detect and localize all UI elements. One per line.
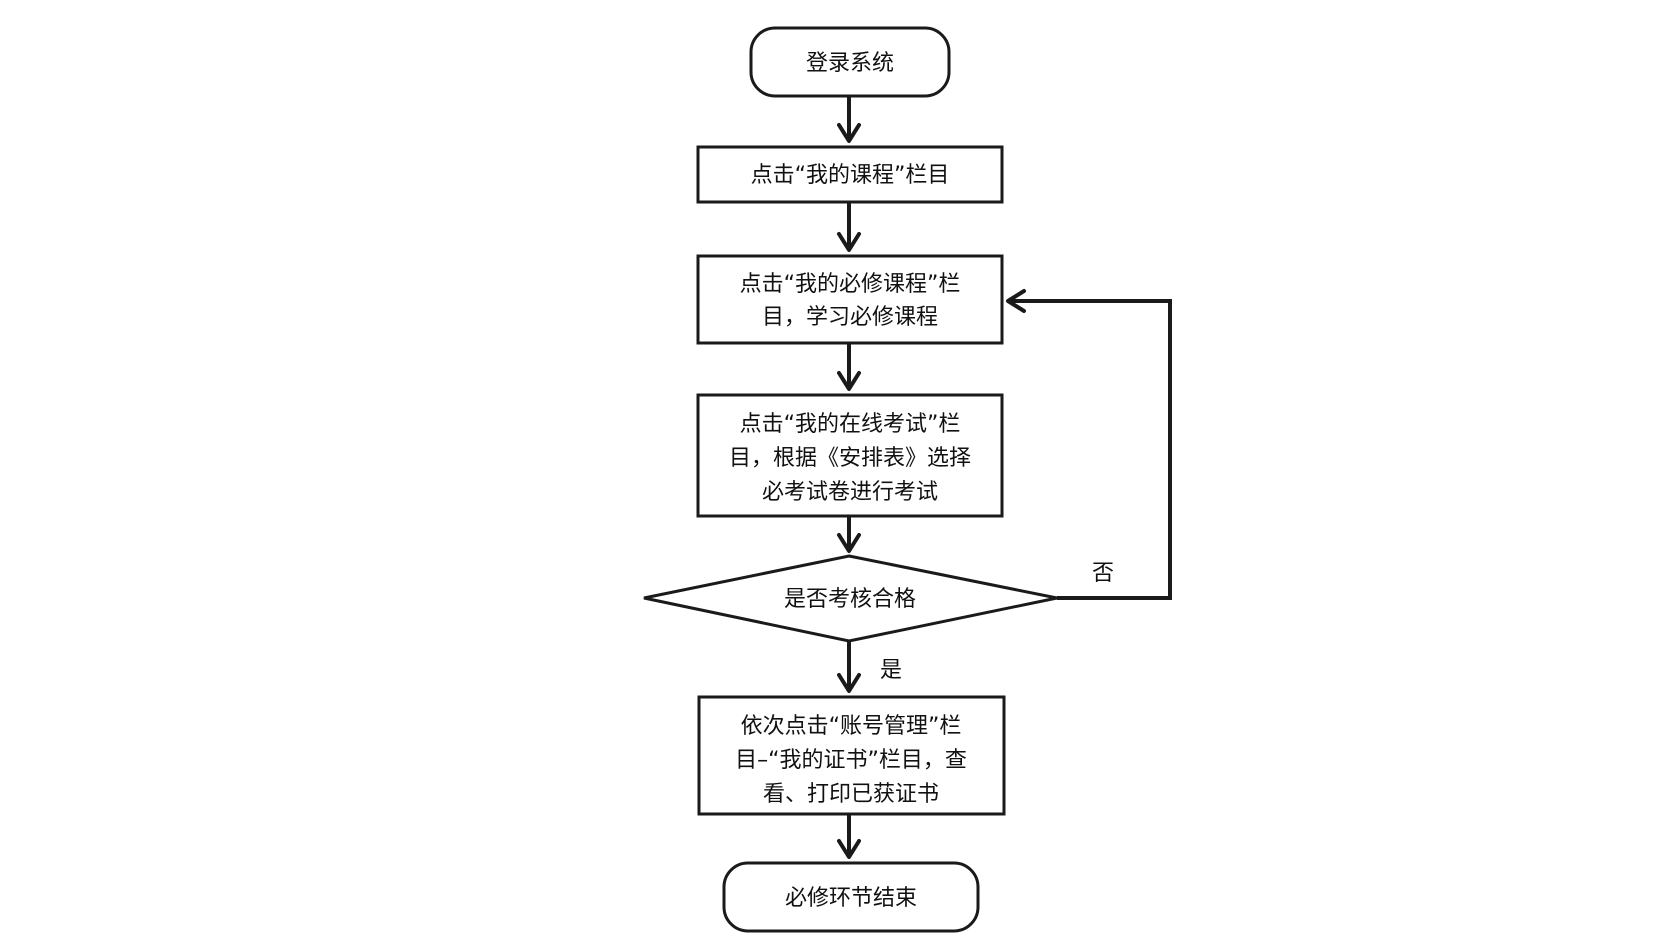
edge-start-to-my-courses <box>837 96 861 143</box>
edge-certificate-to-end <box>837 814 861 859</box>
edge-passed-check-to-required-courses: 否 <box>1006 289 1172 600</box>
node-certificate-label-1: 依次点击“账号管理”栏 <box>741 714 962 739</box>
node-certificate: 依次点击“账号管理”栏 目–“我的证书”栏目，查 看、打印已获证书 <box>697 695 1006 816</box>
node-start: 登录系统 <box>749 26 951 98</box>
node-required-courses-label-1: 点击“我的必修课程”栏 <box>740 272 961 297</box>
node-required-courses-label-2: 目，学习必修课程 <box>762 305 938 330</box>
node-certificate-label-2: 目–“我的证书”栏目，查 <box>735 748 967 773</box>
edge-passed-check-to-certificate: 是 <box>837 641 902 693</box>
edge-no-label: 否 <box>1092 561 1114 586</box>
node-passed-check: 是否考核合格 <box>643 554 1058 643</box>
edge-required-courses-to-online-exam <box>837 343 861 391</box>
edge-yes-label: 是 <box>880 658 902 683</box>
node-my-courses: 点击“我的课程”栏目 <box>696 145 1004 204</box>
node-end: 必修环节结束 <box>722 861 980 933</box>
node-online-exam-label-3: 必考试卷进行考试 <box>762 480 938 505</box>
edge-online-exam-to-passed-check <box>837 516 861 553</box>
node-required-courses: 点击“我的必修课程”栏 目，学习必修课程 <box>696 254 1004 345</box>
node-my-courses-label: 点击“我的课程”栏目 <box>751 163 950 188</box>
node-start-label: 登录系统 <box>806 51 894 76</box>
node-online-exam-label-2: 目，根据《安排表》选择 <box>729 446 971 471</box>
node-certificate-label-3: 看、打印已获证书 <box>763 782 939 807</box>
node-end-label: 必修环节结束 <box>785 886 917 911</box>
node-passed-check-label: 是否考核合格 <box>784 587 916 612</box>
node-online-exam: 点击“我的在线考试”栏 目，根据《安排表》选择 必考试卷进行考试 <box>696 393 1004 518</box>
edge-my-courses-to-required-courses <box>837 202 861 252</box>
node-online-exam-label-1: 点击“我的在线考试”栏 <box>740 412 961 437</box>
